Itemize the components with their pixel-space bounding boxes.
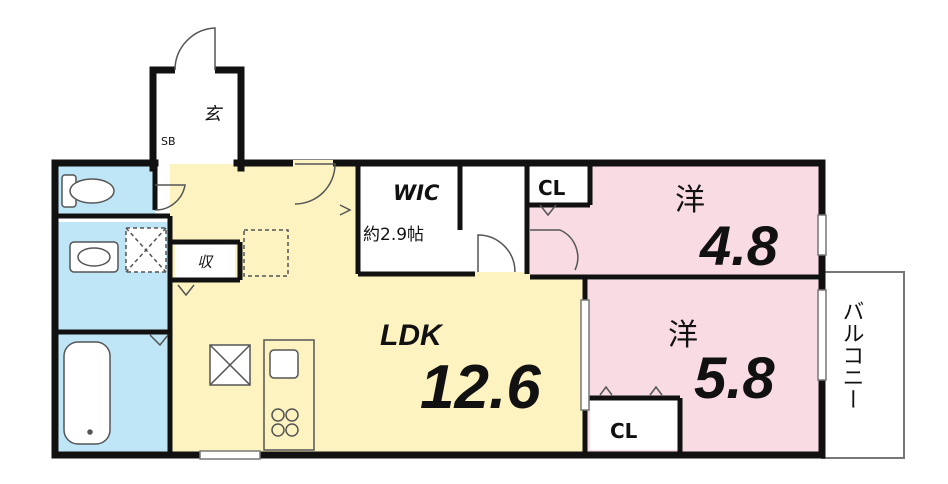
fixtures xyxy=(61,174,315,451)
interior-walls xyxy=(55,163,822,455)
windows xyxy=(199,214,827,460)
storage-label: 収 xyxy=(197,253,214,271)
bedroom-1-label: 洋 xyxy=(675,183,705,218)
shoebox-label: SB xyxy=(161,135,176,148)
closet-top-label: CL xyxy=(538,176,566,200)
ldk-size: 12.6 xyxy=(420,353,541,422)
entrance-floor xyxy=(153,70,241,164)
wic-floor xyxy=(360,164,525,272)
balcony-floor xyxy=(821,271,905,459)
entrance-label: 玄 xyxy=(203,104,224,125)
wic-size: 約2.9帖 xyxy=(363,225,424,245)
fridge-space xyxy=(243,229,289,277)
closet-top-floor xyxy=(530,164,590,204)
balcony-label: バルコニー xyxy=(839,300,864,410)
wic-label: WIC xyxy=(393,181,440,205)
storage-floor xyxy=(175,244,235,278)
bathtub-fixture xyxy=(63,341,111,445)
bedroom-2-label: 洋 xyxy=(668,318,698,353)
bedroom-2-size: 5.8 xyxy=(694,346,775,411)
doors xyxy=(149,27,663,396)
closet-bottom-floor xyxy=(590,400,680,450)
ldk-label: LDK xyxy=(380,319,444,352)
bedroom-1-size: 4.8 xyxy=(699,214,779,277)
closet-bottom-label: CL xyxy=(610,419,638,443)
